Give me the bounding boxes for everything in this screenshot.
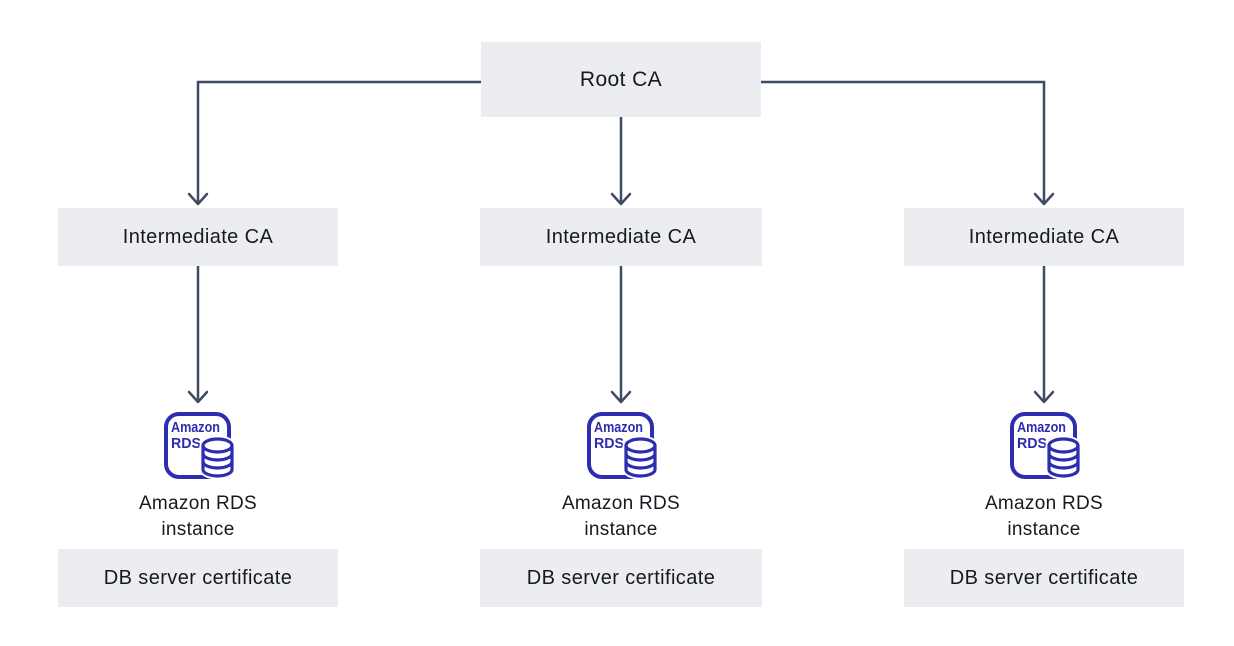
rds-instance-label-line2: instance [584, 519, 658, 540]
db-server-certificate-label: DB server certificate [949, 566, 1139, 589]
db-server-certificate-box: DB server certificate [58, 549, 338, 607]
connector-root-to-intermediate-left [187, 80, 481, 206]
arrowhead-icon [610, 390, 632, 404]
arrowhead-icon [1033, 390, 1055, 404]
amazon-rds-icon: Amazon RDS [1009, 411, 1085, 483]
db-server-certificate-label: DB server certificate [526, 566, 716, 589]
rds-icon-text-line1: Amazon [1017, 419, 1066, 436]
db-server-certificate-label: DB server certificate [103, 566, 293, 589]
rds-instance-label-line2: instance [1007, 519, 1081, 540]
connector-intermediate-to-rds-right [1033, 266, 1055, 404]
ca-column: Intermediate CA Amazon RDS [904, 208, 1184, 608]
ca-column: Intermediate CA Amazon RDS [480, 208, 762, 608]
intermediate-ca-box: Intermediate CA [904, 208, 1184, 266]
rds-instance-label: Amazon RDS instance [480, 491, 762, 543]
amazon-rds-icon: Amazon RDS [163, 411, 239, 483]
amazon-rds-icon: Amazon RDS [586, 411, 662, 483]
rds-instance-label: Amazon RDS instance [904, 491, 1184, 543]
database-cylinder-icon [1045, 435, 1082, 480]
rds-icon-text-line1: Amazon [594, 419, 643, 436]
intermediate-ca-box: Intermediate CA [58, 208, 338, 266]
db-server-certificate-box: DB server certificate [904, 549, 1184, 607]
arrowhead-icon [187, 192, 209, 206]
database-cylinder-icon [199, 435, 236, 480]
intermediate-ca-label: Intermediate CA [545, 225, 697, 248]
connector-intermediate-to-rds-left [187, 266, 209, 404]
database-cylinder-icon [622, 435, 659, 480]
connector-intermediate-to-rds-middle [610, 266, 632, 404]
db-server-certificate-box: DB server certificate [480, 549, 762, 607]
rds-instance-label-line1: Amazon RDS [984, 493, 1104, 514]
rds-icon-text-line2: RDS [1017, 435, 1047, 452]
rds-icon-text-line2: RDS [171, 435, 201, 452]
connector-root-to-intermediate-right [761, 80, 1055, 206]
arrowhead-icon [187, 390, 209, 404]
intermediate-ca-label: Intermediate CA [968, 225, 1120, 248]
rds-instance-label-line1: Amazon RDS [561, 493, 681, 514]
intermediate-ca-label: Intermediate CA [122, 225, 274, 248]
rds-instance-label-line2: instance [161, 519, 235, 540]
rds-icon-text-line1: Amazon [171, 419, 220, 436]
root-ca-box: Root CA [481, 42, 761, 117]
arrowhead-icon [1033, 192, 1055, 206]
root-ca-label: Root CA [579, 67, 663, 91]
connector-root-to-intermediate-middle [610, 117, 632, 206]
arrowhead-icon [610, 192, 632, 206]
rds-instance-label-line1: Amazon RDS [138, 493, 258, 514]
rds-icon-text-line2: RDS [594, 435, 624, 452]
rds-instance-label: Amazon RDS instance [58, 491, 338, 543]
ca-column: Intermediate CA Amazon RDS [58, 208, 338, 608]
intermediate-ca-box: Intermediate CA [480, 208, 762, 266]
